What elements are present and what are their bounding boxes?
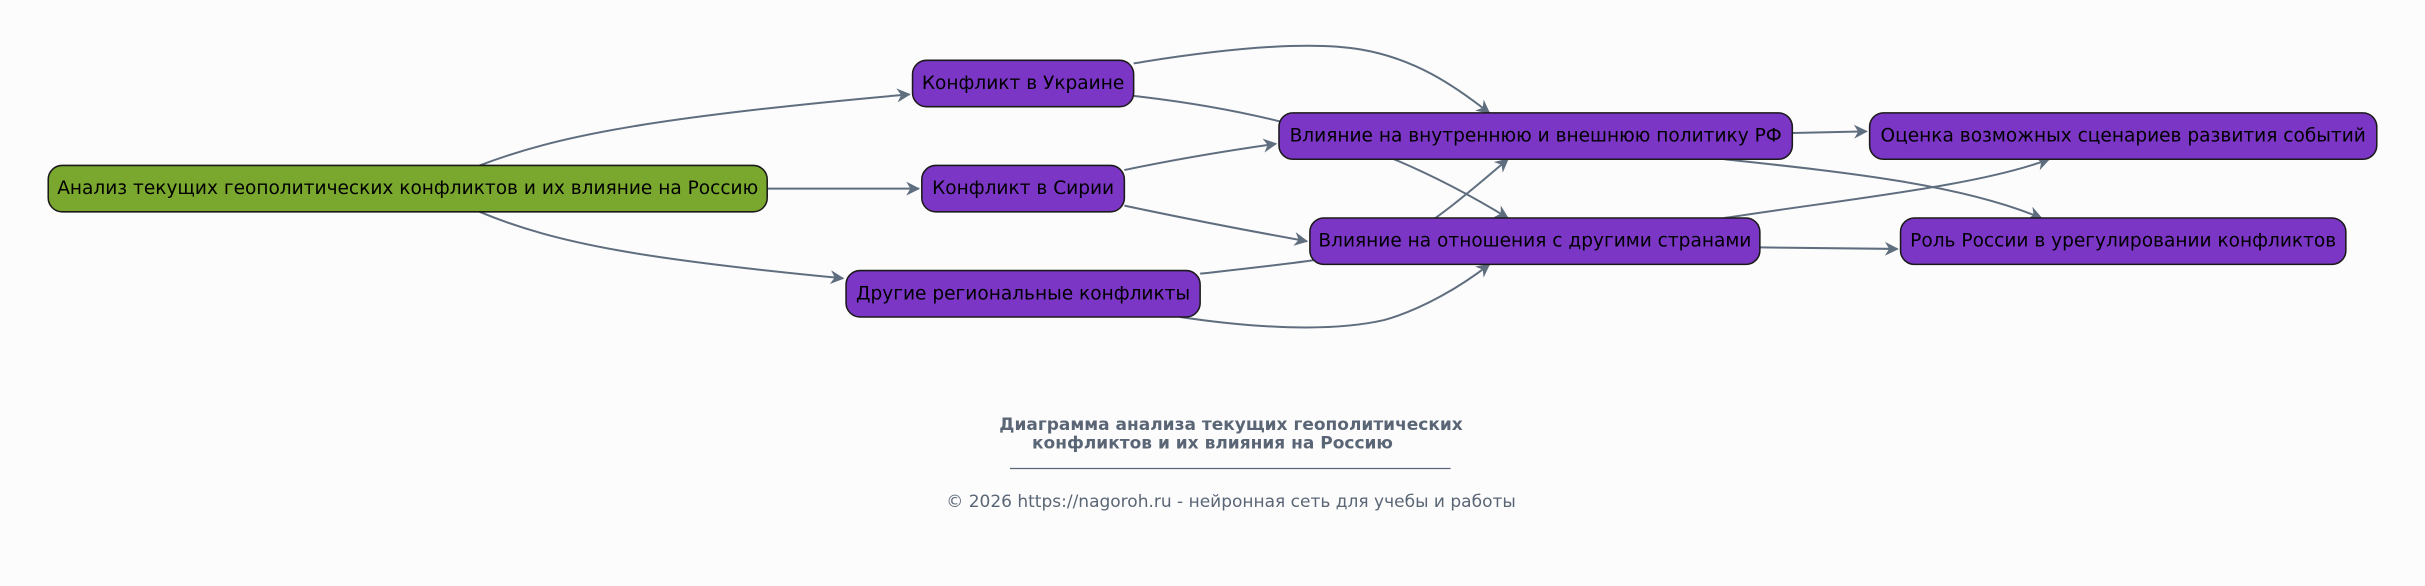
node-label: Другие региональные конфликты <box>856 283 1190 304</box>
edge-ukraine-policy <box>1133 44 1491 114</box>
node-root[interactable]: Анализ текущих геополитических конфликто… <box>47 164 768 213</box>
node-label: Оценка возможных сценариев развития собы… <box>1881 126 2366 147</box>
node-policy[interactable]: Влияние на внутреннюю и внешнюю политику… <box>1278 112 1794 161</box>
node-relations[interactable]: Влияние на отношения с другими странами <box>1309 217 1761 266</box>
node-label: Влияние на внутреннюю и внешнюю политику… <box>1290 126 1782 147</box>
node-ukraine[interactable]: Конфликт в Украине <box>911 59 1135 108</box>
edge-relations-role <box>1759 241 1899 256</box>
caption-title-line2: конфликтов и их влияния на Россию <box>1032 433 1393 453</box>
node-other[interactable]: Другие региональные конфликты <box>845 269 1201 318</box>
caption: Диаграмма анализа текущих геополитически… <box>946 415 1516 512</box>
edge-relations-scenarios <box>1724 157 2051 220</box>
node-label: Роль России в урегулировании конфликтов <box>1910 231 2336 252</box>
node-label: Влияние на отношения с другими странами <box>1318 231 1751 252</box>
node-label: Анализ текущих геополитических конфликто… <box>57 178 758 199</box>
edge-other-relations <box>1179 263 1491 329</box>
edge-syria-policy <box>1124 138 1278 172</box>
caption-title-line1: Диаграмма анализа текущих геополитически… <box>999 415 1463 435</box>
edge-root-ukraine <box>479 88 911 167</box>
edge-root-other <box>479 210 845 285</box>
edge-policy-scenarios <box>1792 124 1868 139</box>
node-label: Конфликт в Украине <box>922 73 1124 94</box>
node-scenarios[interactable]: Оценка возможных сценариев развития собы… <box>1868 112 2378 161</box>
edge-syria-relations <box>1124 204 1309 246</box>
caption-footer: © 2026 https://nagoroh.ru - нейронная се… <box>946 492 1516 512</box>
edge-policy-role <box>1724 158 2043 220</box>
node-syria[interactable]: Конфликт в Сирии <box>921 164 1126 213</box>
node-label: Конфликт в Сирии <box>932 178 1114 199</box>
node-role[interactable]: Роль России в урегулировании конфликтов <box>1899 217 2347 266</box>
